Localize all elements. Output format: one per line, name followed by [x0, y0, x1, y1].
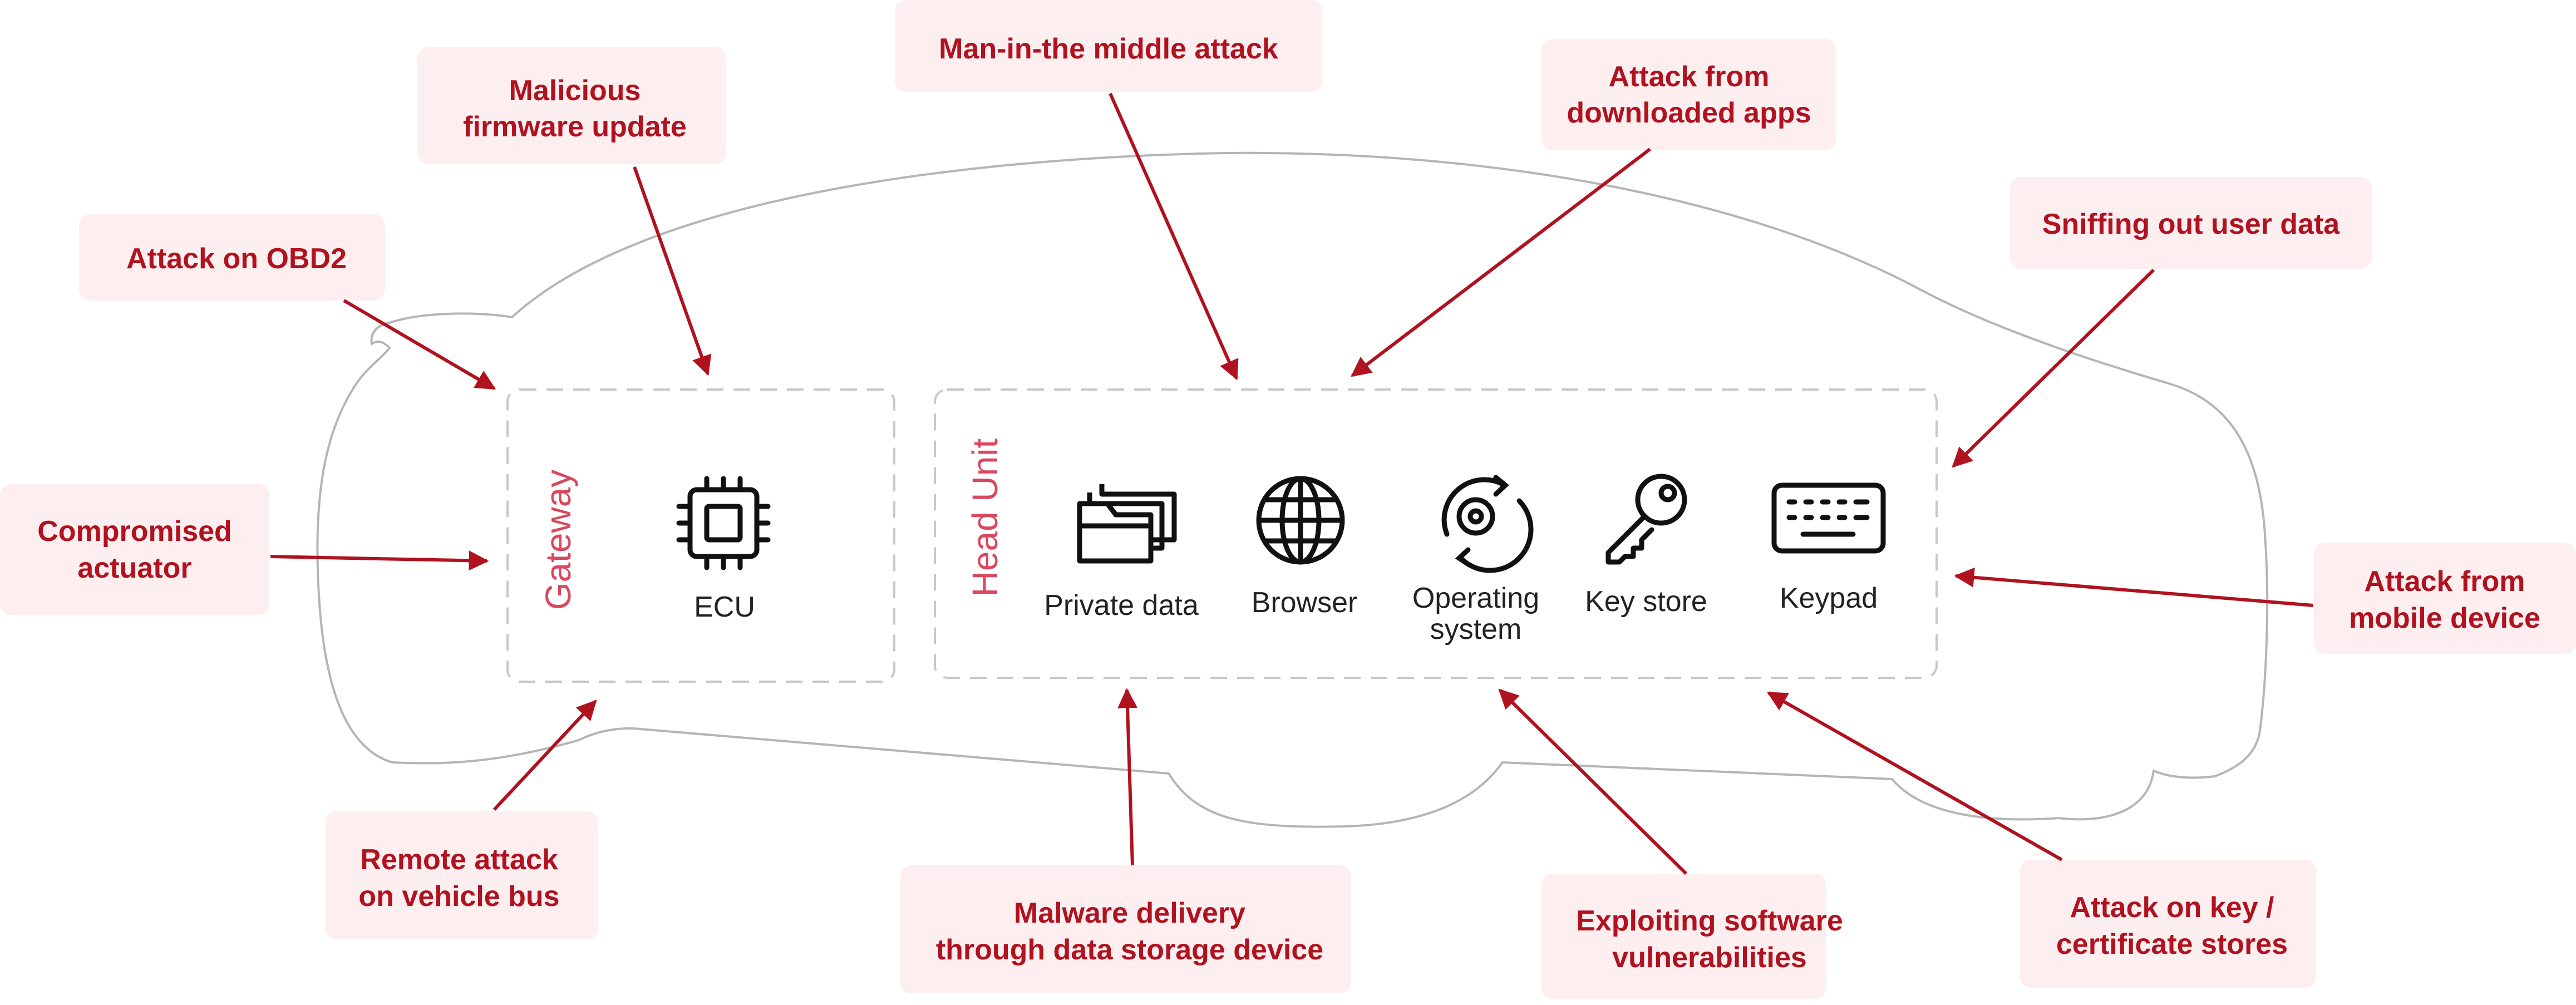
keypad-label: Keypad: [1780, 582, 1878, 614]
callout-remote-attack-line1: Remote attack: [360, 844, 558, 876]
attack-arrows: [270, 92, 2314, 875]
callout-downloaded-apps: Attack from downloaded apps: [1541, 39, 1836, 150]
head-unit-box: [934, 388, 1938, 679]
arrow-mitm: [1109, 92, 1239, 381]
private-data-label: Private data: [1044, 589, 1199, 622]
arrow-mobile-device: [1954, 567, 2314, 607]
callout-sniffing: Sniffing out user data: [2010, 177, 2372, 269]
key-store-label: Key store: [1585, 585, 1707, 618]
callout-remote-attack: Remote attack on vehicle bus: [326, 811, 598, 939]
arrow-obd2: [343, 299, 496, 390]
callout-mitm-line1: Man-in-the middle attack: [939, 33, 1278, 65]
callout-compromised-actuator-line1: Compromised: [37, 515, 232, 548]
head-unit-label: Head Unit: [965, 438, 1005, 597]
arrow-compromised-actuator: [270, 550, 489, 571]
gateway-label: Gateway: [538, 470, 578, 610]
arrow-remote-attack: [492, 699, 597, 811]
os-label-line2: system: [1430, 613, 1522, 646]
folders-icon: [1077, 484, 1177, 564]
ecu-label: ECU: [694, 591, 755, 623]
arrow-key-certificate: [1766, 691, 2063, 861]
callout-exploiting-software-line1: Exploiting software: [1576, 905, 1843, 937]
callout-malware-delivery-line1: Malware delivery: [1014, 897, 1245, 929]
callout-key-certificate-line2: certificate stores: [2056, 928, 2288, 960]
callout-compromised-actuator-line2: actuator: [77, 552, 191, 584]
callout-downloaded-apps-line1: Attack from: [1609, 61, 1770, 93]
callout-mobile-device-line1: Attack from: [2365, 565, 2525, 598]
os-label-line1: Operating: [1412, 582, 1539, 614]
callout-mobile-device: Attack from mobile device: [2314, 543, 2576, 654]
callout-exploiting-software: Exploiting software vulnerabilities: [1541, 874, 1843, 999]
callout-mitm: Man-in-the middle attack: [895, 0, 1322, 92]
gear-cycle-icon: [1441, 475, 1534, 573]
key-icon: [1605, 474, 1687, 565]
callout-obd2: Attack on OBD2: [79, 214, 385, 300]
callout-malicious-firmware-line2: firmware update: [463, 111, 687, 143]
callout-exploiting-software-line2: vulnerabilities: [1612, 942, 1807, 974]
callout-sniffing-line1: Sniffing out user data: [2042, 208, 2341, 240]
gateway-box: [506, 388, 895, 683]
car-outline: [316, 151, 2269, 828]
arrow-downloaded-apps: [1351, 147, 1651, 377]
keyboard-icon: [1771, 482, 1886, 554]
callout-remote-attack-line2: on vehicle bus: [358, 880, 559, 913]
callout-malicious-firmware: Malicious firmware update: [417, 47, 726, 164]
globe-icon: [1256, 476, 1345, 565]
callout-malicious-firmware-line1: Malicious: [509, 75, 641, 107]
callout-key-certificate: Attack on key / certificate stores: [2020, 860, 2316, 988]
arrow-exploiting-software: [1498, 688, 1688, 875]
callout-malware-delivery-line2: through data storage device: [936, 934, 1323, 966]
browser-label: Browser: [1252, 587, 1358, 619]
arrow-malicious-firmware: [633, 166, 712, 376]
callout-compromised-actuator: Compromised actuator: [0, 484, 269, 615]
callout-malware-delivery: Malware delivery through data storage de…: [900, 865, 1351, 993]
callout-key-certificate-line1: Attack on key /: [2070, 891, 2274, 924]
chip-icon: [676, 476, 771, 570]
callout-downloaded-apps-line2: downloaded apps: [1567, 97, 1811, 129]
arrow-sniffing: [1952, 268, 2155, 468]
arrow-malware-delivery: [1117, 688, 1138, 866]
callout-obd2-line1: Attack on OBD2: [126, 243, 347, 275]
callout-mobile-device-line2: mobile device: [2349, 602, 2540, 634]
